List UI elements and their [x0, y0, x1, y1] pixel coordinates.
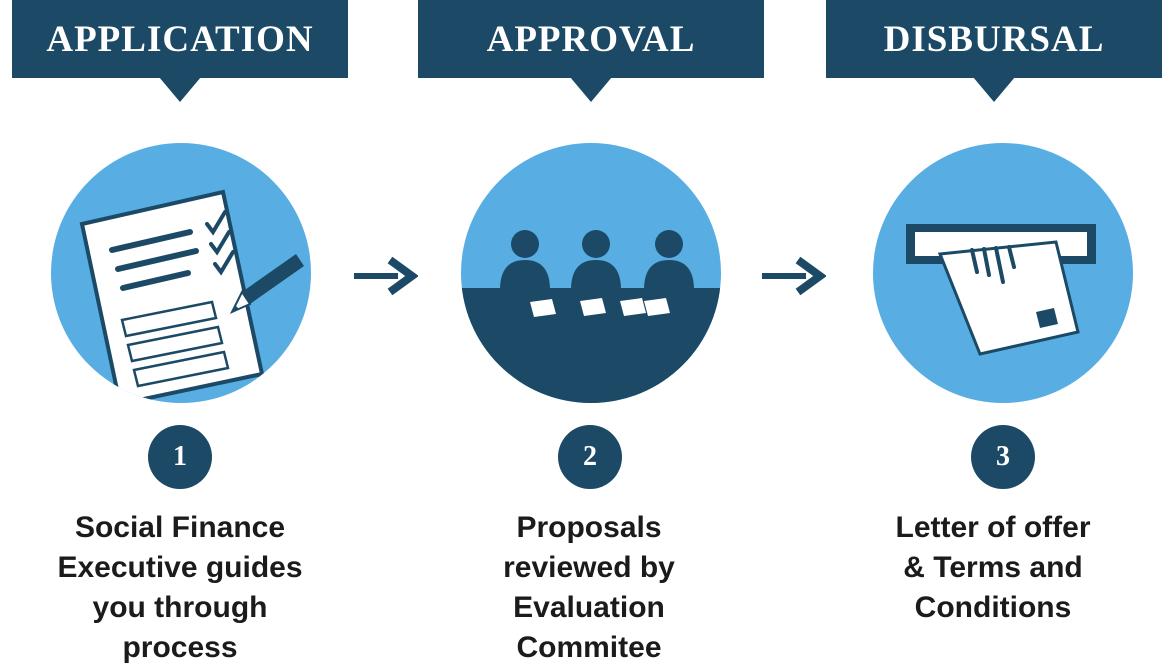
caption-line: Proposals: [516, 511, 662, 544]
step-2-banner: APPROVAL: [418, 0, 764, 102]
step-2-title: APPROVAL: [486, 18, 696, 60]
step-3-banner: DISBURSAL: [826, 0, 1162, 102]
caption-line: process: [122, 631, 238, 664]
step-1-number: 1: [148, 425, 212, 489]
arrow-right-icon: [760, 255, 827, 297]
step-1-caption: Social Finance Executive guides you thro…: [0, 508, 360, 668]
application-form-icon: [50, 142, 312, 404]
caption-line: reviewed by: [503, 551, 675, 584]
caption-line: Executive guides: [57, 551, 303, 584]
step-1-banner: APPLICATION: [12, 0, 348, 102]
caption-line: Conditions: [914, 591, 1072, 624]
caption-line: Evaluation: [513, 591, 665, 624]
step-3-number: 3: [971, 425, 1035, 489]
caption-line: Letter of offer: [895, 511, 1091, 544]
banner-pointer: [570, 77, 612, 102]
caption-line: Social Finance: [74, 511, 286, 544]
caption-line: & Terms and: [903, 551, 1083, 584]
step-3-caption: Letter of offer & Terms and Conditions: [813, 508, 1173, 628]
banner-pointer: [159, 77, 201, 102]
banner-pointer: [973, 77, 1015, 102]
committee-meeting-icon: [460, 142, 722, 404]
caption-line: you through: [92, 591, 268, 624]
step-2-number: 2: [558, 425, 622, 489]
step-2-caption: Proposals reviewed by Evaluation Commite…: [409, 508, 769, 668]
letter-slot-icon: [872, 142, 1134, 404]
step-1-title: APPLICATION: [46, 18, 314, 60]
arrow-right-icon: [352, 255, 419, 297]
step-3-title: DISBURSAL: [883, 18, 1105, 60]
caption-line: Commitee: [516, 631, 662, 664]
